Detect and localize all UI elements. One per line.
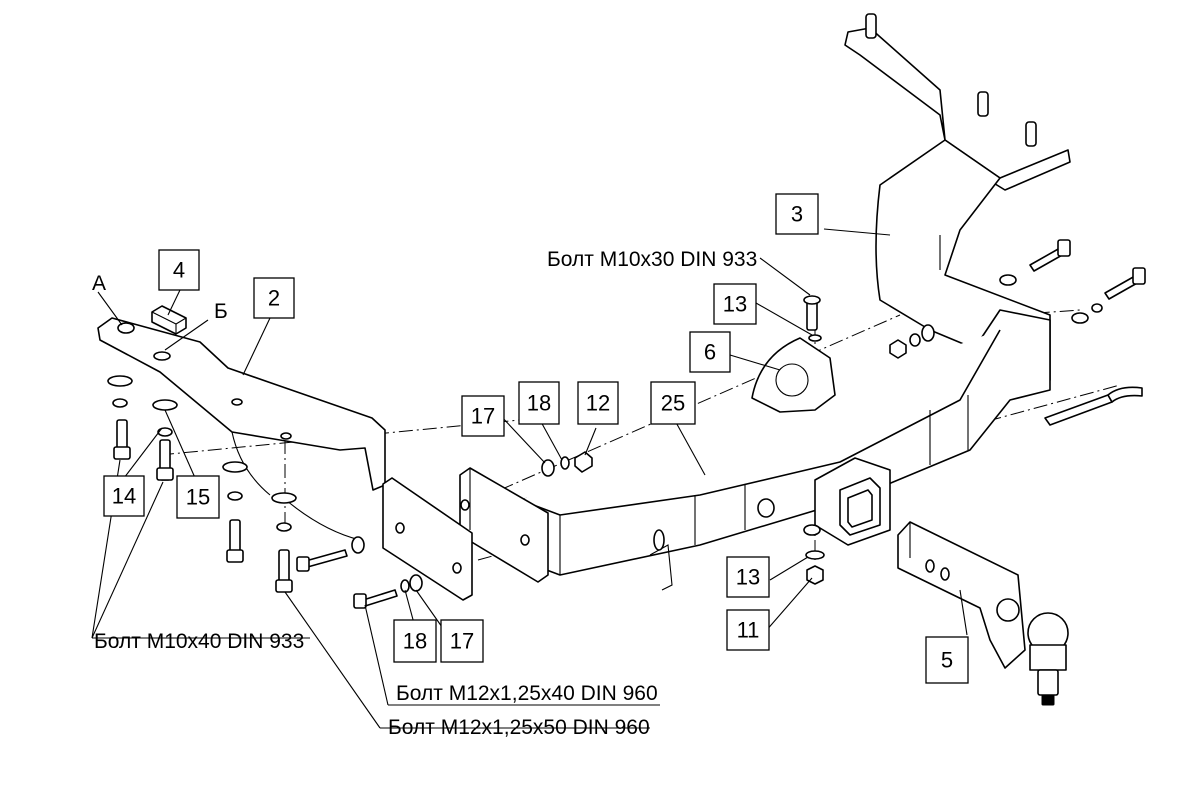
fasteners [107,239,1146,609]
callout-number: 3 [791,202,803,227]
callout-number: 4 [173,258,185,283]
callout-4: 4 [158,249,200,291]
callout-6: 6 [689,331,731,373]
letter-b: Б [214,300,228,323]
callout-number: 18 [403,629,427,654]
callout-12: 12 [577,381,619,425]
label-bolt-m10x40: Болт М10х40 DIN 933 [94,630,304,653]
callout-number: 6 [704,340,716,365]
callout-17-bottom: 17 [440,619,484,663]
ball-mount [897,521,1069,706]
callout-number: 12 [586,391,610,416]
callout-number: 13 [736,565,760,590]
letter-a: А [92,272,106,295]
callout-2: 2 [253,277,295,319]
callout-number: 13 [723,292,747,317]
callout-13-top: 13 [713,283,757,325]
callout-number: 2 [268,286,280,311]
label-bolt-m10x30: Болт М10х30 DIN 933 [547,248,757,271]
label-bolt-m12x50: Болт М12х1,25х50 DIN 960 [388,716,650,739]
callout-number: 17 [471,404,495,429]
hitch-pin [649,386,1143,591]
callout-number: 5 [941,648,953,673]
callout-15: 15 [176,475,220,519]
callout-14: 14 [103,475,145,517]
callout-13-bottom: 13 [726,556,770,598]
spacer-plate [151,305,187,335]
callout-25: 25 [650,381,696,425]
main-beam [459,309,1051,583]
label-bolt-m12x40: Болт М12х1,25х40 DIN 960 [396,682,658,705]
callout-17-top: 17 [461,395,505,437]
socket-plate [751,295,836,413]
callout-number: 11 [737,618,760,643]
callout-number: 14 [112,484,136,509]
callout-number: 15 [186,485,210,510]
callout-3: 3 [775,193,819,235]
callout-number: 18 [527,391,551,416]
callout-18-top: 18 [518,381,560,425]
callout-5: 5 [925,636,969,684]
leader-lines [91,228,968,729]
callout-number: 25 [661,391,685,416]
callout-11: 11 [726,609,770,651]
callout-18-bottom: 18 [393,619,437,663]
callout-number: 17 [450,629,474,654]
